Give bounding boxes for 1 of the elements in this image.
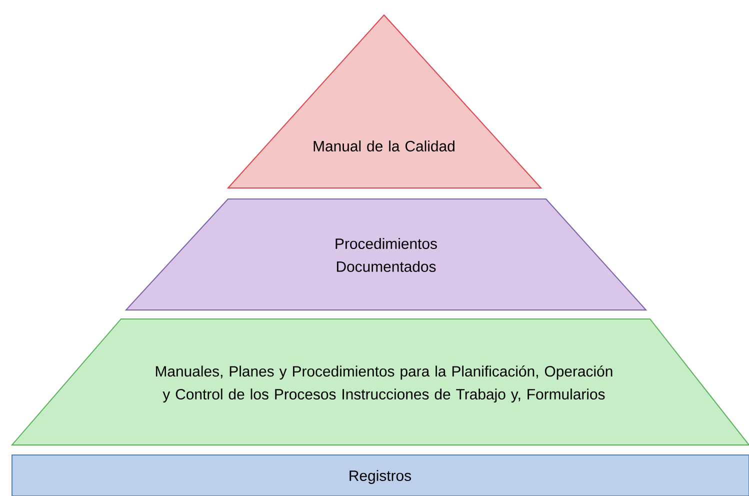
registros-bar: Registros xyxy=(12,454,749,496)
